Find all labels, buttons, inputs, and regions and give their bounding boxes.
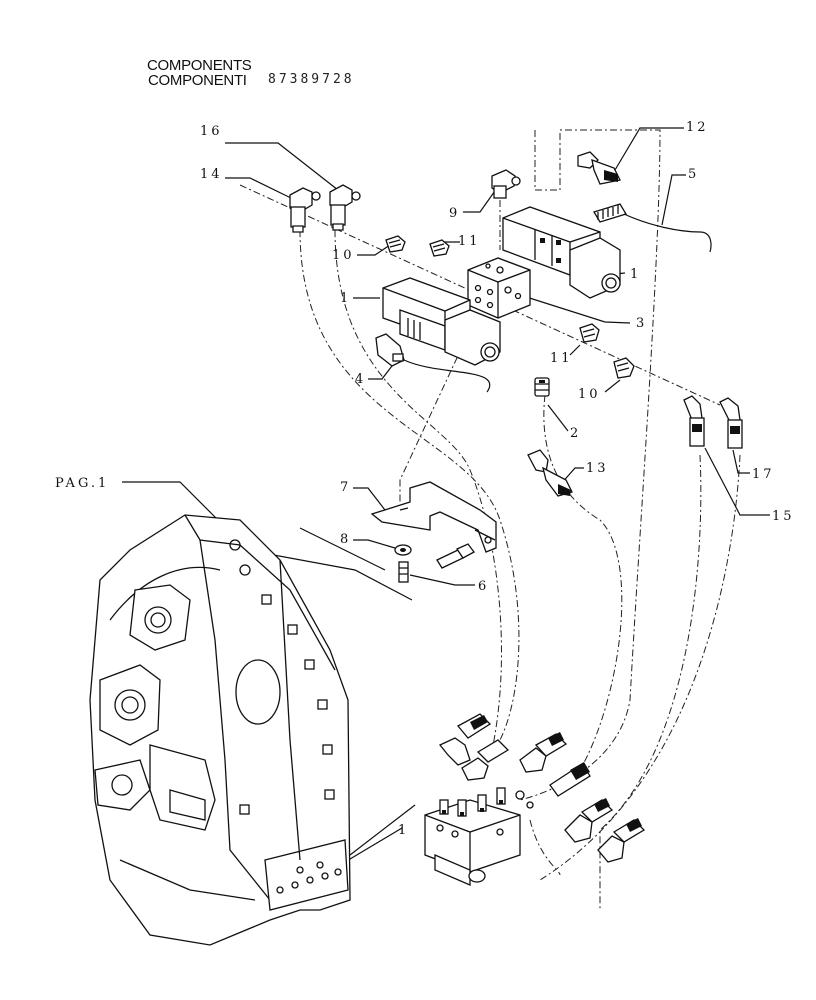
part-code: 87389728 (268, 72, 355, 87)
callout-4: 4 (355, 372, 366, 387)
elbow-fitting-9 (491, 169, 521, 199)
washer-8 (394, 544, 412, 556)
bolt-6b (436, 543, 475, 569)
callout-6: 6 (478, 579, 489, 594)
callout-1-bottom: 1 (398, 823, 409, 838)
valve-block-assembly (424, 787, 534, 886)
callout-11-lower: 11 (550, 351, 573, 366)
adapter-10-upper (385, 235, 406, 253)
elbow-fitting-15 (683, 395, 705, 447)
callout-1-right: 1 (630, 267, 641, 282)
callout-10-upper: 10 (332, 248, 355, 263)
callout-pag-1: PAG.1 (55, 476, 109, 491)
transmission-housing (89, 514, 351, 946)
callout-13: 13 (586, 461, 609, 476)
fitting-2 (534, 377, 550, 397)
elbow-fitting-16 (329, 184, 361, 231)
adapter-11-lower (579, 323, 600, 343)
fitting-13 (527, 449, 573, 497)
fitting-12 (577, 151, 621, 185)
callout-8: 8 (340, 532, 351, 547)
callout-17: 17 (752, 467, 775, 482)
manifold-block (467, 257, 531, 319)
callout-15: 15 (772, 509, 795, 524)
title-english: COMPONENTS (147, 57, 252, 74)
callout-11-upper: 11 (458, 234, 481, 249)
callout-5: 5 (688, 167, 699, 182)
hose-fittings-bottom (438, 713, 646, 863)
connector-4 (375, 333, 491, 393)
solenoid-valve-left (382, 277, 501, 366)
elbow-fitting-14 (289, 187, 321, 233)
adapter-11-upper (429, 239, 450, 257)
callout-7: 7 (340, 480, 351, 495)
bolt-6a (398, 561, 409, 583)
callout-labels: 16 14 12 5 9 10 11 1 1 3 11 4 10 2 13 17… (55, 120, 795, 838)
bracket-7 (370, 481, 497, 553)
callout-1-left: 1 (340, 291, 351, 306)
callout-14: 14 (200, 167, 223, 182)
callout-3: 3 (636, 316, 647, 331)
solenoid-valve-upper (502, 203, 712, 299)
callout-2: 2 (570, 426, 581, 441)
title-italian: COMPONENTI (148, 72, 247, 89)
callout-10-lower: 10 (578, 387, 601, 402)
callout-16: 16 (200, 124, 223, 139)
callout-9: 9 (449, 206, 460, 221)
elbow-fitting-17 (719, 397, 743, 449)
callout-12: 12 (686, 120, 709, 135)
adapter-10-lower (613, 357, 635, 379)
